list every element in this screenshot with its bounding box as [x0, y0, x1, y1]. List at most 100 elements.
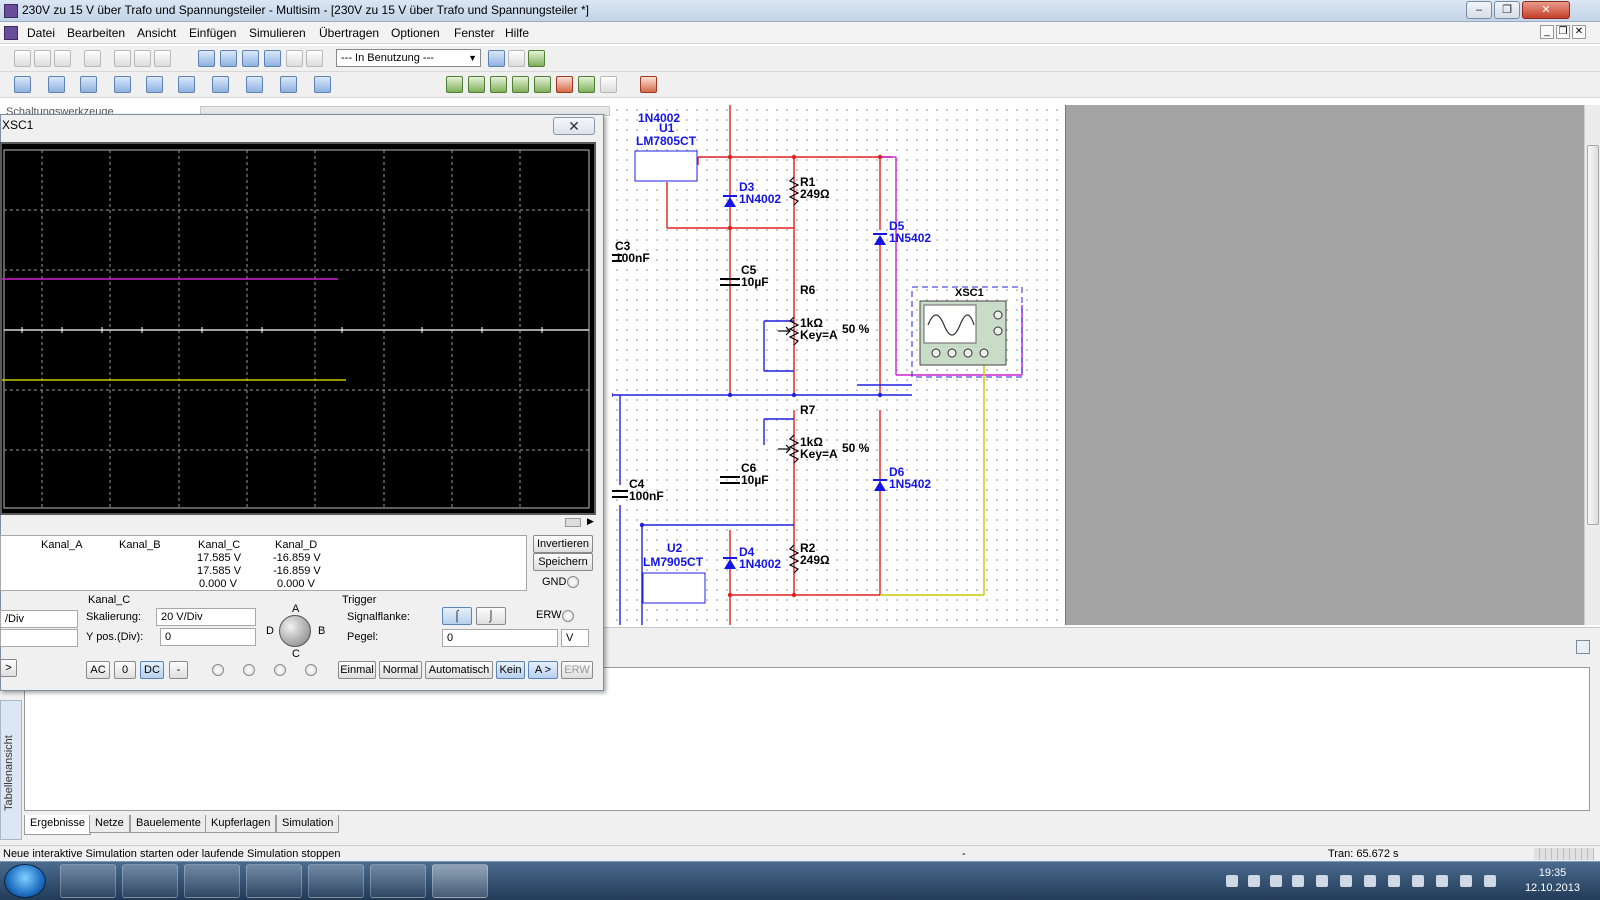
ymax-button[interactable]: > [0, 659, 17, 677]
tray-app-icon[interactable] [1270, 875, 1282, 887]
mdi-close-icon[interactable]: ✕ [1572, 25, 1586, 39]
save-button[interactable]: Speichern [533, 553, 593, 571]
menu-hilfe[interactable]: Hilfe [505, 26, 530, 40]
zoom-fit-icon[interactable] [264, 50, 281, 67]
paste-icon[interactable] [154, 50, 171, 67]
channel-a-terminal[interactable] [212, 664, 224, 676]
ypos-input[interactable]: 0 [160, 628, 256, 646]
tray-skype-icon[interactable] [1248, 875, 1260, 887]
place-indicator-icon[interactable] [280, 76, 297, 93]
copy-icon[interactable] [134, 50, 151, 67]
new-file-icon[interactable] [14, 50, 31, 67]
security-taskbar-icon[interactable] [184, 864, 240, 898]
place-diode-icon[interactable] [80, 76, 97, 93]
zoom-area-icon[interactable] [242, 50, 259, 67]
menu-einfuegen[interactable]: Einfügen [189, 26, 237, 40]
mdi-minimize-icon[interactable]: _ [1540, 25, 1554, 39]
tray-device-icon[interactable] [1388, 875, 1400, 887]
tray-network-icon[interactable] [1226, 875, 1238, 887]
globe-icon[interactable] [488, 50, 505, 67]
partial-scale-input[interactable]: /Div [0, 610, 78, 628]
invert-button[interactable]: Invertieren [533, 535, 593, 553]
coupling-dc-button[interactable]: DC [140, 661, 164, 679]
tray-battery-icon[interactable] [1484, 875, 1496, 887]
chrome-taskbar-icon[interactable] [122, 864, 178, 898]
place-analog-icon[interactable] [146, 76, 163, 93]
scrollbar-thumb[interactable] [1587, 145, 1599, 525]
document-icon[interactable] [4, 26, 18, 40]
menu-optionen[interactable]: Optionen [391, 26, 440, 40]
minimize-button[interactable]: – [1466, 1, 1492, 19]
coupling-ac-button[interactable]: AC [86, 661, 110, 679]
channel-b-terminal[interactable] [243, 664, 255, 676]
trigger-auto-button[interactable]: Automatisch [425, 661, 493, 679]
trigger-falling-edge-icon[interactable]: ⌡ [476, 607, 506, 625]
tab-kupferlagen[interactable]: Kupferlagen [205, 815, 277, 833]
trigger-single-button[interactable]: Einmal [338, 661, 376, 679]
full-screen-icon[interactable] [286, 50, 303, 67]
close-button[interactable]: ✕ [1522, 1, 1570, 19]
winrar-taskbar-icon[interactable] [370, 864, 426, 898]
back-annotate-icon[interactable] [528, 50, 545, 67]
instrument-probe-icon[interactable] [600, 76, 617, 93]
tray-signal-icon[interactable] [1436, 875, 1448, 887]
trigger-ext-button[interactable]: ERW [561, 661, 593, 679]
tab-ergebnisse[interactable]: Ergebnisse [24, 815, 92, 835]
place-source-icon[interactable] [14, 76, 31, 93]
place-transistor-icon[interactable] [114, 76, 131, 93]
menu-fenster[interactable]: Fenster [454, 26, 495, 40]
tray-mute-icon[interactable] [1460, 875, 1472, 887]
start-button-icon[interactable] [4, 864, 46, 898]
place-misc-digital-icon[interactable] [212, 76, 229, 93]
channel-d-terminal[interactable] [305, 664, 317, 676]
menu-simulieren[interactable]: Simulieren [249, 26, 306, 40]
trigger-rising-edge-icon[interactable]: ⌠ [442, 607, 472, 625]
trigger-level-unit[interactable]: V [561, 629, 589, 647]
help-icon[interactable] [508, 50, 525, 67]
instrument-4ch-oscilloscope-icon[interactable] [534, 76, 551, 93]
place-mixed-icon[interactable] [246, 76, 263, 93]
menu-bearbeiten[interactable]: Bearbeiten [67, 26, 126, 40]
trigger-ext-terminal[interactable] [562, 610, 574, 622]
folder-taskbar-icon[interactable] [308, 864, 364, 898]
schematic-canvas[interactable]: 1N4002 U1 LM7805CT D3 1N4002 R1 249Ω D5 … [612, 105, 1066, 625]
results-pane[interactable] [24, 667, 1590, 811]
trigger-normal-button[interactable]: Normal [379, 661, 422, 679]
oscilloscope-close-icon[interactable]: ✕ [553, 117, 595, 135]
in-use-list-select[interactable]: --- In Benutzung --- ▼ [336, 49, 481, 67]
channel-selector-knob[interactable] [279, 615, 311, 647]
instrument-multimeter-icon[interactable] [446, 76, 463, 93]
menu-uebertragen[interactable]: Übertragen [319, 26, 380, 40]
mdi-restore-icon[interactable]: ❐ [1556, 25, 1570, 39]
print-icon[interactable] [84, 50, 101, 67]
panel-pin-icon[interactable] [1576, 640, 1590, 654]
screen-scroll-thumb[interactable] [565, 518, 581, 527]
place-ttl-icon[interactable] [178, 76, 195, 93]
cut-icon[interactable] [114, 50, 131, 67]
explorer-taskbar-icon[interactable] [60, 864, 116, 898]
channel-c-terminal[interactable] [274, 664, 286, 676]
tray-flag-icon[interactable] [1412, 875, 1424, 887]
probe-tool-icon[interactable] [640, 76, 657, 93]
place-power-icon[interactable] [314, 76, 331, 93]
spreadsheet-view-sidebar[interactable]: Tabellenansicht [0, 700, 22, 840]
trigger-none-button[interactable]: Kein [496, 661, 525, 679]
scale-input[interactable]: 20 V/Div [156, 608, 256, 626]
screen-scroll-right-icon[interactable]: ▶ [587, 516, 594, 526]
coupling-minus-button[interactable]: - [169, 661, 188, 679]
place-basic-icon[interactable] [48, 76, 65, 93]
tray-keyboard-icon[interactable] [1340, 875, 1352, 887]
gnd-terminal[interactable] [567, 576, 579, 588]
tab-simulation[interactable]: Simulation [276, 815, 340, 833]
instrument-oscilloscope-icon[interactable] [512, 76, 529, 93]
open-folder-icon[interactable] [34, 50, 51, 67]
trigger-level-input[interactable]: 0 [442, 629, 558, 647]
restore-button[interactable]: ❐ [1494, 1, 1520, 19]
menu-datei[interactable]: Datei [27, 26, 56, 40]
tab-bauelemente[interactable]: Bauelemente [130, 815, 207, 833]
menu-ansicht[interactable]: Ansicht [137, 26, 177, 40]
tab-netze[interactable]: Netze [89, 815, 130, 833]
zoom-in-icon[interactable] [198, 50, 215, 67]
tray-volume-icon[interactable] [1364, 875, 1376, 887]
gimp-taskbar-icon[interactable] [246, 864, 302, 898]
